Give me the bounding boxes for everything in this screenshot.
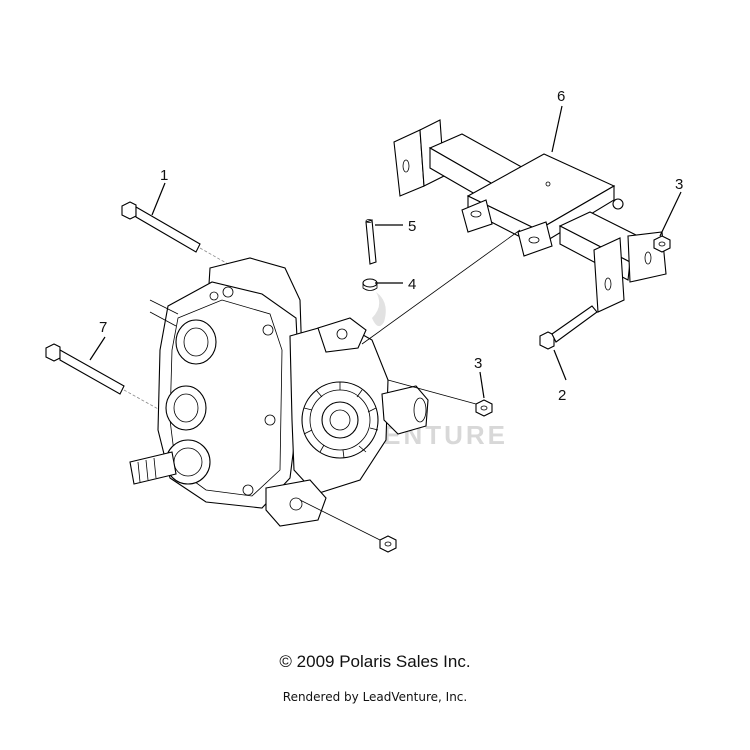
assembly-guide-lines — [149, 229, 521, 541]
bushing — [362, 278, 378, 291]
long-bolt-top — [121, 201, 236, 269]
rendered-by-text: Rendered by LeadVenture, Inc. — [282, 690, 468, 704]
dowel-pin — [365, 219, 377, 265]
mount-bracket — [393, 119, 667, 313]
gearcase-assembly — [129, 257, 429, 527]
copyright-text: © 2009 Polaris Sales Inc. — [279, 652, 471, 671]
callout-7: 7 — [99, 319, 107, 336]
callout-5: 5 — [408, 218, 416, 235]
callouts: 1 2 3 3 4 5 6 7 — [99, 88, 683, 404]
callout-4: 4 — [408, 276, 416, 293]
mount-bolt — [539, 305, 598, 350]
leader-lines — [89, 105, 682, 399]
callout-2: 2 — [558, 387, 566, 404]
flange-nut-center — [475, 399, 493, 417]
callout-1: 1 — [160, 167, 168, 184]
callout-3-center: 3 — [474, 355, 482, 372]
flange-nut-upper-right — [653, 235, 671, 253]
long-bolt-bottom — [45, 343, 161, 411]
callout-3-upper-right: 3 — [675, 176, 683, 193]
flange-nut-bottom — [379, 535, 397, 553]
callout-6: 6 — [557, 88, 565, 105]
